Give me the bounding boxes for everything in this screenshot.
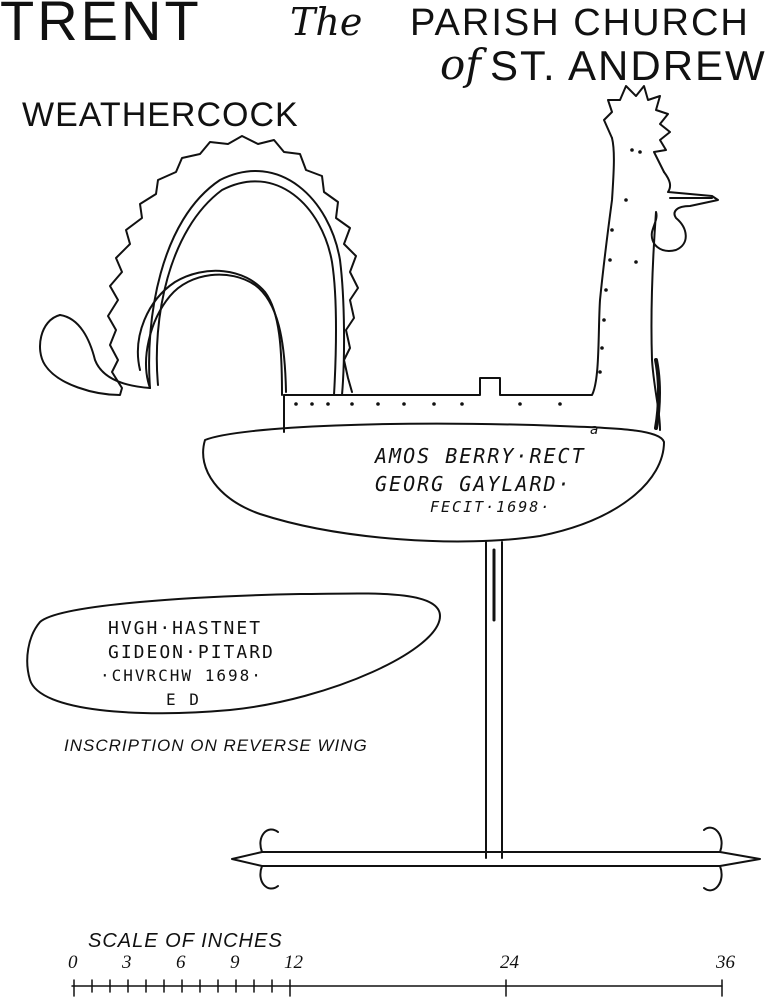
scale-label: 12 [284,952,303,973]
breast-shade [654,358,661,430]
reverse-inscription-line1: HVGH·HASTNET [108,618,263,639]
title-trent: TRENT [0,0,202,52]
title-of: of [440,40,481,89]
scale-label: 9 [230,952,240,973]
tail-big-arc-inner [155,180,337,396]
wing-shape [202,422,665,543]
rivets [294,148,642,406]
wing-inscription-line3: FECIT·1698· [430,498,552,516]
head-front [650,171,719,431]
title-the: The [290,0,363,44]
scale-label: 24 [500,952,519,973]
title-weathercock: WEATHERCOCK [22,96,299,134]
wing-inscription-mark: a [590,422,601,438]
title-st-andrew: ST. ANDREW [490,42,767,89]
title-parish-church: PARISH CHURCH [410,2,750,44]
wing-inscription-line2: GEORG GAYLARD· [375,472,572,496]
reverse-inscription-line3: ·CHVRCHW 1698· [100,666,263,685]
tail-big-arc [148,170,346,396]
scale-label: 3 [122,952,132,973]
reverse-inscription-line4: E D [166,690,201,709]
scale-ticks [73,979,723,997]
scale-label: 6 [176,952,186,973]
tail-inner-band-inner [136,269,283,396]
comb [603,85,671,173]
body-back [283,137,615,396]
scale-title: SCALE OF INCHES [88,930,283,952]
spindle [485,541,503,859]
reverse-inscription-line2: GIDEON·PITARD [108,642,275,663]
cross-left-finial [231,828,279,890]
wing-inscription-line1: AMOS BERRY·RECT [375,444,586,468]
cross-right-finial [703,826,761,892]
tail-serrated-edge [39,135,359,396]
reverse-wing-shape [26,592,441,715]
cross-arm-horizontal [261,851,721,867]
tail-curl [59,314,151,389]
scale-label: 36 [716,952,735,973]
scale-label: 0 [68,952,78,973]
reverse-wing-caption: INSCRIPTION ON REVERSE WING [64,736,368,755]
